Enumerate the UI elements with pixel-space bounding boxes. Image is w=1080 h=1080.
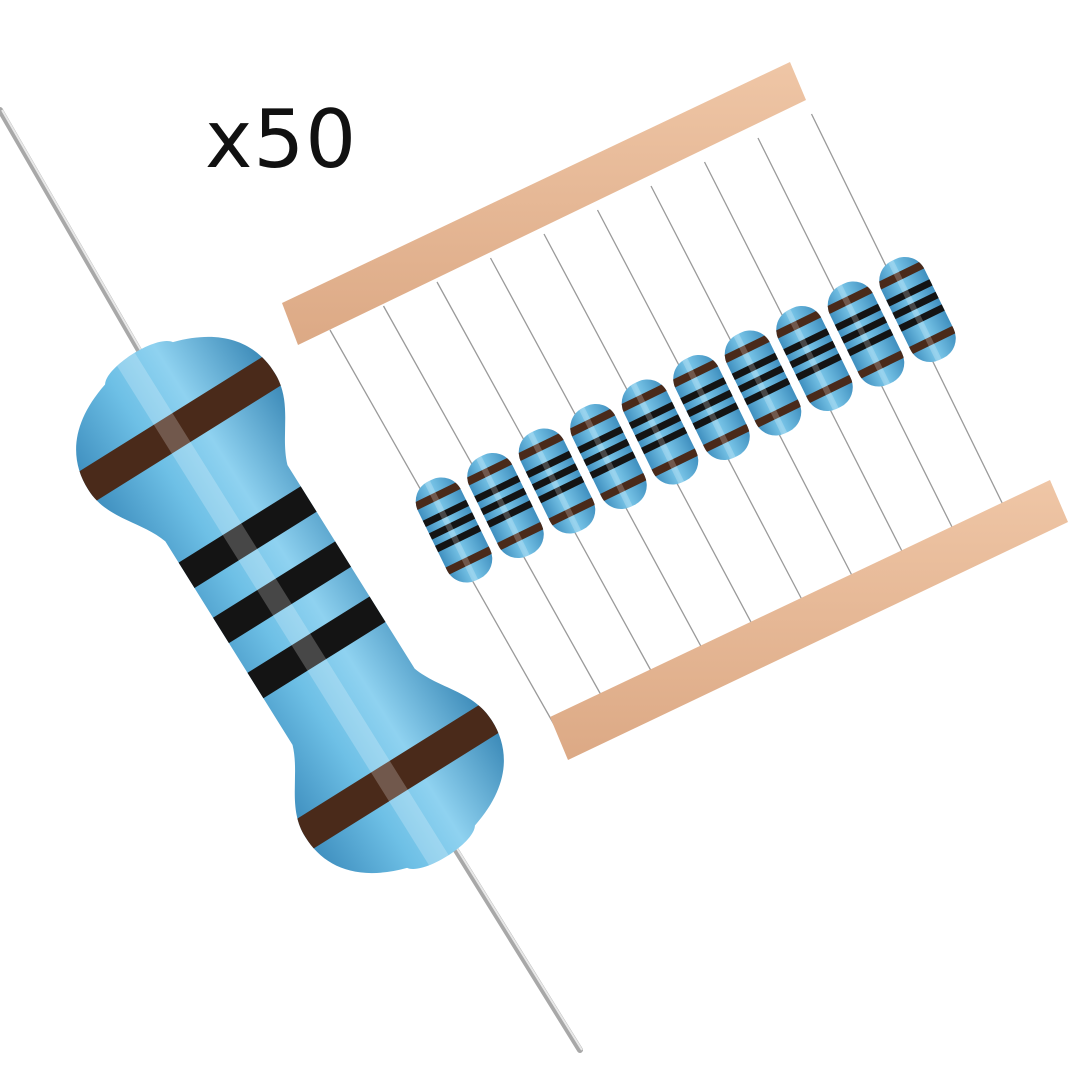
small-resistor — [563, 403, 653, 510]
color-band — [732, 362, 790, 396]
small-resistor — [872, 256, 962, 363]
color-band — [784, 338, 842, 371]
small-resistor — [769, 305, 859, 412]
color-band — [423, 509, 481, 543]
color-band — [491, 519, 550, 553]
color-band — [571, 423, 629, 457]
color-band — [60, 345, 300, 512]
small-resistor — [614, 379, 704, 485]
paper-tape-icon — [282, 62, 806, 345]
color-band — [820, 283, 879, 317]
color-band — [475, 485, 533, 518]
color-band — [903, 323, 962, 357]
color-band — [614, 381, 673, 415]
color-band — [852, 347, 910, 382]
color-band — [777, 325, 835, 359]
color-band — [880, 276, 938, 310]
small-resistor — [820, 281, 910, 387]
color-band — [629, 411, 687, 445]
color-band — [594, 470, 653, 504]
paper-tape-icon — [550, 480, 1068, 760]
color-band — [790, 350, 848, 384]
color-band — [277, 692, 517, 860]
small-resistor — [511, 428, 601, 534]
color-band — [681, 387, 739, 420]
color-band — [687, 399, 745, 433]
color-band — [163, 510, 401, 674]
color-band — [666, 356, 724, 391]
color-band — [481, 497, 539, 531]
color-band — [872, 258, 930, 293]
color-band — [563, 405, 621, 440]
color-band — [578, 436, 636, 469]
color-band — [646, 445, 704, 480]
color-band — [623, 399, 681, 432]
color-band — [417, 497, 475, 530]
color-band — [584, 448, 642, 482]
color-band — [440, 543, 498, 578]
color-band — [893, 301, 951, 335]
color-band — [635, 424, 693, 457]
small-resistor — [408, 477, 498, 583]
color-band — [429, 522, 487, 555]
color-band — [726, 350, 784, 383]
color-band — [408, 479, 467, 513]
small-resistor — [717, 330, 807, 436]
color-band — [532, 473, 590, 506]
color-band — [697, 421, 756, 455]
color-band — [800, 372, 859, 406]
color-band — [835, 313, 893, 347]
color-band — [749, 396, 807, 431]
small-resistor — [666, 354, 756, 461]
color-band — [468, 472, 526, 506]
quantity-label: x50 — [205, 93, 358, 186]
color-band — [769, 307, 827, 342]
large-resistor — [0, 107, 583, 1053]
resistor-strip — [282, 62, 1068, 760]
color-band — [198, 565, 435, 730]
color-band — [674, 374, 732, 408]
color-band — [526, 460, 584, 494]
color-band — [841, 326, 899, 359]
resistor-icon — [60, 336, 517, 874]
color-band — [460, 454, 518, 489]
color-band — [543, 494, 601, 529]
color-band — [129, 455, 366, 619]
color-band — [520, 448, 578, 481]
small-resistor — [460, 452, 550, 559]
color-band — [738, 375, 796, 408]
color-band — [829, 301, 887, 334]
color-band — [887, 289, 945, 322]
color-band — [511, 430, 570, 464]
color-band — [717, 332, 776, 366]
